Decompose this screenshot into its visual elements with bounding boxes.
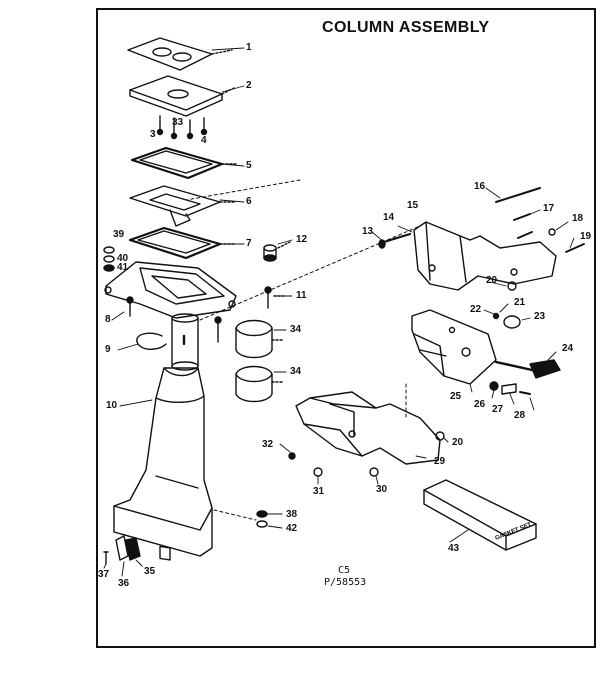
diagram-border — [96, 8, 596, 648]
part-gasket-7 — [128, 226, 237, 260]
part-plate — [129, 75, 235, 117]
callout-17: 17 — [543, 203, 555, 214]
callout-23: 23 — [534, 311, 546, 322]
callout-39: 39 — [113, 229, 125, 240]
part-plate-6 — [129, 185, 235, 227]
part-30-32 — [288, 452, 379, 477]
part-washers-38-42 — [256, 510, 268, 528]
callout-9: 9 — [105, 344, 111, 355]
callout-6: 6 — [246, 196, 252, 207]
part-rod-16 — [495, 187, 541, 203]
part-adapter-housing — [104, 261, 237, 319]
callout-14: 14 — [383, 212, 395, 223]
part-screws-3-4 — [156, 115, 208, 140]
part-bolt-11 — [264, 286, 287, 309]
callout-16: 16 — [474, 181, 486, 192]
callout-25: 25 — [450, 391, 462, 402]
footer-part-number: P/58553 — [324, 577, 367, 588]
footer-code: C5 — [338, 565, 351, 576]
callout-41: 41 — [117, 262, 129, 273]
part-clamp-34-upper — [235, 319, 285, 359]
callout-4: 4 — [201, 135, 207, 146]
part-clamp-screw-24 — [494, 359, 561, 379]
callout-15: 15 — [407, 200, 419, 211]
part-washers-20 — [435, 281, 517, 441]
part-gasket-top — [127, 37, 233, 71]
part-bolt-8 — [126, 296, 222, 343]
part-pins-17 — [513, 213, 533, 239]
callout-11: 11 — [296, 290, 307, 301]
diagram-title: COLUMN ASSEMBLY — [322, 19, 490, 36]
callout-34a: 34 — [290, 324, 302, 335]
callout-32: 32 — [262, 439, 274, 450]
part-driveshaft-housing — [113, 367, 213, 561]
callout-35: 35 — [144, 566, 156, 577]
part-clamp-bracket-25 — [411, 309, 497, 385]
part-swivel-bracket-15 — [413, 221, 557, 291]
part-clip-9 — [136, 332, 167, 350]
callout-38: 38 — [286, 509, 298, 520]
callout-42: 42 — [286, 523, 298, 534]
part-small-35-37 — [103, 535, 141, 565]
callout-31: 31 — [313, 486, 325, 497]
part-gasket-5 — [130, 146, 237, 180]
callout-20b: 20 — [452, 437, 464, 448]
callout-21: 21 — [514, 297, 526, 308]
callout-29: 29 — [434, 456, 446, 467]
callout-8: 8 — [105, 314, 111, 325]
callout-3: 3 — [150, 129, 156, 140]
callout-27: 27 — [492, 404, 504, 415]
part-gasket-set-box-43 — [423, 479, 537, 551]
part-bolt-13-14 — [378, 232, 412, 249]
gasket-set-label: GASKET SET — [495, 522, 533, 542]
callout-20a: 20 — [486, 275, 498, 286]
callout-34b: 34 — [290, 366, 302, 377]
callout-2: 2 — [246, 80, 252, 91]
callout-1: 1 — [246, 42, 252, 53]
part-21-23 — [492, 312, 521, 329]
part-plug-12 — [263, 241, 291, 262]
part-exhaust-tube — [171, 313, 199, 371]
callout-22: 22 — [470, 304, 482, 315]
callout-12: 12 — [296, 234, 308, 245]
callout-10: 10 — [106, 400, 118, 411]
callout-13: 13 — [362, 226, 374, 237]
callout-28: 28 — [514, 410, 526, 421]
alignment-lines — [185, 179, 421, 521]
part-screws-18-19 — [548, 228, 585, 253]
part-stern-bracket-29 — [295, 391, 441, 465]
callout-19: 19 — [580, 231, 592, 242]
callout-7: 7 — [246, 238, 252, 249]
callout-36: 36 — [118, 578, 130, 589]
callout-40: 40 — [117, 253, 129, 264]
part-clamp-34-lower — [235, 365, 285, 403]
callout-30: 30 — [376, 484, 388, 495]
callout-18: 18 — [572, 213, 584, 224]
part-washers-39-41 — [103, 246, 115, 272]
leader-lines — [103, 47, 575, 577]
callout-5: 5 — [246, 160, 252, 171]
callout-37: 37 — [98, 569, 110, 580]
callout-33: 33 — [172, 117, 184, 128]
callout-43: 43 — [448, 543, 460, 554]
part-26-28 — [489, 381, 531, 395]
callout-24: 24 — [562, 343, 574, 354]
callout-26: 26 — [474, 399, 486, 410]
